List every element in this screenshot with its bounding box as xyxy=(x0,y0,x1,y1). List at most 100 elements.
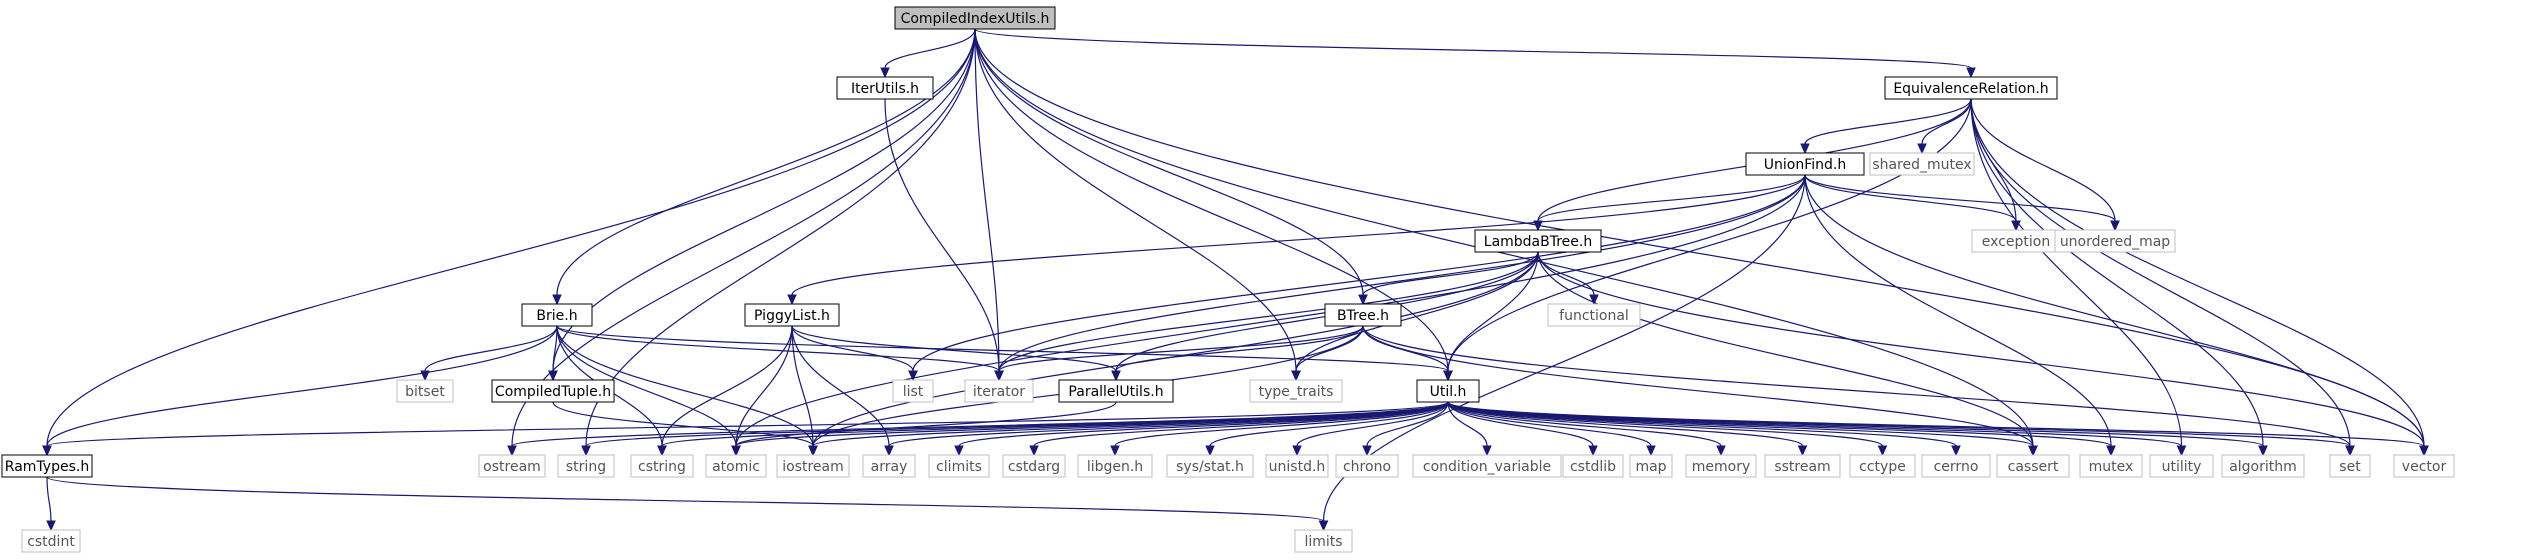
node-label: EquivalenceRelation.h xyxy=(1893,81,2048,97)
edge-eqrel-to-exception xyxy=(1970,98,2021,232)
edge-lambdabtree-to-functional xyxy=(1537,251,1599,306)
node-piggylist[interactable]: PiggyList.h xyxy=(744,303,840,327)
node-label: ParallelUtils.h xyxy=(1068,384,1163,400)
node-label: unordered_map xyxy=(2060,234,2170,250)
edge-util-to-map xyxy=(1447,401,1656,457)
edge-unionfind-to-piggylist xyxy=(787,174,1806,306)
edge-root-to-iterator xyxy=(974,28,1004,382)
edge-util-to-atomic xyxy=(731,401,1449,457)
node-unistd: unistd.h xyxy=(1265,454,1329,478)
edge-unionfind-to-exception xyxy=(1804,174,2021,232)
node-label: cerrno xyxy=(1934,459,1979,475)
node-label: CompiledTuple.h xyxy=(495,384,611,400)
edge-util-to-array xyxy=(884,401,1449,457)
node-limits: limits xyxy=(1294,529,1353,553)
node-root[interactable]: CompiledIndexUtils.h xyxy=(894,6,1056,30)
edge-util-to-cerrno xyxy=(1447,401,1961,457)
edge-root-to-eqrel xyxy=(974,28,1976,79)
edge-piggylist-to-parallelutils xyxy=(791,325,1121,382)
node-label: shared_mutex xyxy=(1872,157,1971,173)
node-label: CompiledIndexUtils.h xyxy=(901,11,1050,27)
edge-lambdabtree-to-btree xyxy=(1358,251,1539,306)
node-label: BTree.h xyxy=(1337,308,1389,324)
edge-eqrel-to-set xyxy=(1970,98,2355,457)
edge-root-to-brie xyxy=(552,28,976,306)
node-parallelutils[interactable]: ParallelUtils.h xyxy=(1058,379,1174,403)
node-util[interactable]: Util.h xyxy=(1416,379,1480,403)
node-label: cstdarg xyxy=(1008,459,1060,475)
node-label: bitset xyxy=(405,384,445,400)
node-type-traits: type_traits xyxy=(1249,379,1343,403)
edge-btree-to-util xyxy=(1362,325,1453,382)
node-sstream: sstream xyxy=(1764,454,1841,478)
node-unionfind[interactable]: UnionFind.h xyxy=(1745,152,1865,176)
edge-unionfind-to-lambdabtree xyxy=(1533,174,1806,232)
edge-util-to-memory xyxy=(1447,401,1726,457)
node-label: ostream xyxy=(483,459,541,475)
node-cstdarg: cstdarg xyxy=(1002,454,1066,478)
node-atomic: atomic xyxy=(705,454,767,478)
node-ramtypes[interactable]: RamTypes.h xyxy=(1,454,93,478)
node-cstdint: cstdint xyxy=(21,529,81,553)
node-label: cstring xyxy=(638,459,686,475)
node-label: UnionFind.h xyxy=(1764,157,1846,173)
edge-root-to-type_traits xyxy=(974,28,1301,382)
node-functional: functional xyxy=(1547,303,1641,327)
node-mutex: mutex xyxy=(2079,454,2143,478)
node-brie[interactable]: Brie.h xyxy=(521,303,593,327)
edge-brie-to-iterator xyxy=(556,325,1004,382)
node-label: array xyxy=(871,459,908,475)
node-bitset: bitset xyxy=(396,379,454,403)
node-label: cstdlib xyxy=(1570,459,1616,475)
node-label: limits xyxy=(1304,534,1342,550)
edge-btree-to-parallelutils xyxy=(1111,325,1364,382)
node-condvar: condition_variable xyxy=(1412,454,1562,478)
node-label: algorithm xyxy=(2229,459,2297,475)
edge-util-to-condvar xyxy=(1447,401,1492,457)
node-set: set xyxy=(2329,454,2371,478)
node-label: atomic xyxy=(712,459,760,475)
node-label: type_traits xyxy=(1259,384,1334,400)
node-label: sstream xyxy=(1774,459,1830,475)
node-cctype: cctype xyxy=(1849,454,1916,478)
edge-util-to-iostream xyxy=(808,401,1449,457)
node-label: LambdaBTree.h xyxy=(1484,234,1592,250)
edge-util-to-chrono xyxy=(1362,401,1449,457)
edge-eqrel-to-vector xyxy=(1970,98,2429,457)
node-eqrel[interactable]: EquivalenceRelation.h xyxy=(1884,76,2058,100)
node-label: sys/stat.h xyxy=(1176,459,1244,475)
node-btree[interactable]: BTree.h xyxy=(1324,303,1402,327)
node-label: IterUtils.h xyxy=(851,81,919,97)
node-label: iostream xyxy=(782,459,844,475)
node-label: Brie.h xyxy=(536,308,577,324)
node-label: cstdint xyxy=(27,534,75,550)
edge-util-to-climits xyxy=(954,401,1449,457)
node-label: cassert xyxy=(2008,459,2059,475)
node-array: array xyxy=(862,454,916,478)
node-label: cctype xyxy=(1859,459,1906,475)
edge-util-to-ramtypes xyxy=(42,401,1449,457)
edge-util-to-unistd xyxy=(1292,401,1449,457)
edge-btree-to-set xyxy=(1362,325,2355,457)
node-label: libgen.h xyxy=(1087,459,1143,475)
node-lambdabtree[interactable]: LambdaBTree.h xyxy=(1474,229,1602,253)
node-label: unistd.h xyxy=(1269,459,1326,475)
node-iterutils[interactable]: IterUtils.h xyxy=(836,76,934,100)
node-ostream: ostream xyxy=(478,454,546,478)
edge-root-to-btree xyxy=(974,28,1368,306)
node-label: list xyxy=(903,384,924,400)
edge-util-to-cctype xyxy=(1447,401,1888,457)
node-compiledtuple[interactable]: CompiledTuple.h xyxy=(491,379,615,403)
edge-eqrel-to-unionfind xyxy=(1800,98,1972,155)
node-utility: utility xyxy=(2149,454,2214,478)
node-map: map xyxy=(1629,454,1673,478)
edge-btree-to-iterator xyxy=(994,325,1364,382)
node-label: map xyxy=(1635,459,1666,475)
node-unordered-map: unordered_map xyxy=(2054,229,2176,253)
edge-util-to-vector xyxy=(1447,401,2429,457)
node-exception: exception xyxy=(1971,229,2061,253)
node-cstdlib: cstdlib xyxy=(1562,454,1624,478)
node-vector: vector xyxy=(2393,454,2455,478)
